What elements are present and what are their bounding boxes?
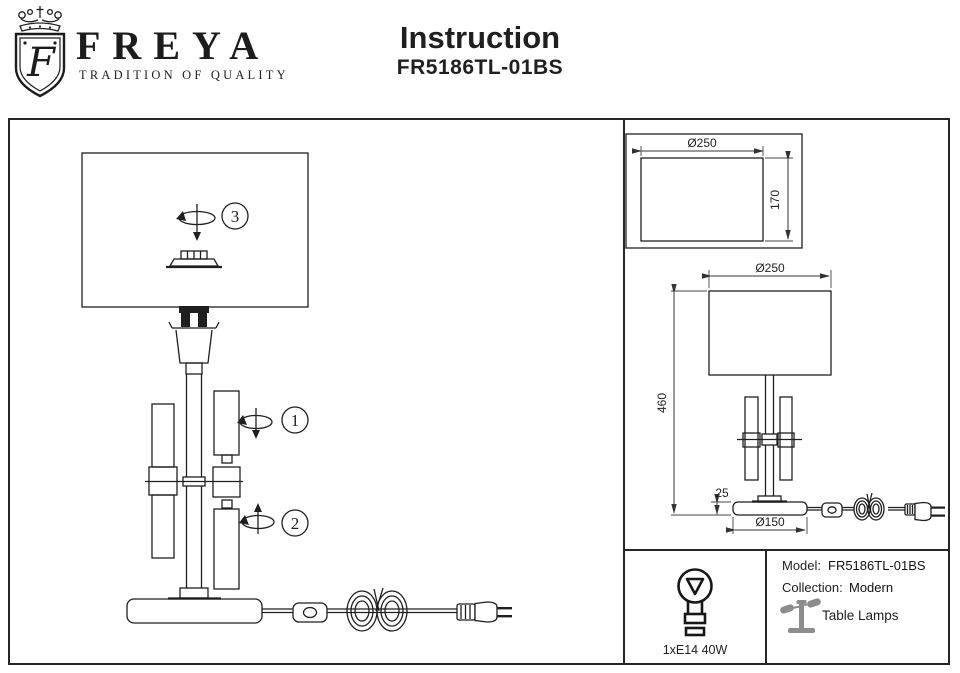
bulb-socket (168, 306, 220, 375)
divider-spec-cells (765, 549, 767, 665)
step-3-badge: 3 (221, 202, 249, 230)
power-cord (262, 608, 457, 614)
lamp-base (126, 598, 263, 624)
logo-letter: F (26, 40, 56, 86)
collection-label: Collection: (782, 580, 843, 595)
brand-name: FREYA (76, 23, 271, 68)
shade-outline (640, 157, 764, 242)
finial-nut (166, 250, 222, 269)
lamp-dimension-drawing: Ø250 460 25 Ø15 (655, 261, 945, 534)
shield-icon: F (14, 32, 66, 98)
brand-tagline: TRADITION OF QUALITY (79, 68, 289, 82)
shade-dimension-box: Ø250 170 (625, 133, 803, 249)
glass-tube-upper (213, 390, 240, 464)
freya-logo: F (14, 6, 66, 98)
rotate-arrow-icon-step3 (176, 204, 216, 241)
power-plug-small (904, 501, 945, 522)
page-title: Instruction (399, 20, 561, 55)
dimension-drawings: Ø250 170 Ø250 460 (625, 133, 945, 534)
header-model-number: FR5186TL-01BS (396, 56, 564, 79)
rotate-arrow-icon-step1 (237, 408, 273, 439)
step-2-badge: 2 (281, 509, 309, 537)
power-cord-small (807, 506, 905, 511)
category-label: Table Lamps (822, 608, 899, 623)
step-2-number: 2 (291, 514, 300, 533)
dim-base-diameter: Ø150 (755, 515, 785, 529)
step-1-badge: 1 (281, 406, 309, 434)
dim-total-height: 460 (655, 393, 669, 413)
collection-value: Modern (849, 580, 894, 595)
dim-shade-height: 170 (768, 190, 782, 210)
shade-small (708, 290, 832, 376)
coiled-cord-small (853, 492, 885, 521)
inline-switch (292, 602, 328, 623)
step-1-number: 1 (291, 411, 300, 430)
bulb-spec-label: 1xE14 40W (663, 643, 728, 657)
assembly-diagram: 3 (81, 152, 512, 632)
model-label: Model: (782, 558, 822, 573)
dim-base-height: 25 (715, 486, 729, 500)
power-plug (456, 601, 512, 623)
table-lamp-icon (780, 598, 821, 633)
lamp-shade (81, 152, 309, 308)
base-small (732, 501, 808, 516)
step-3-number: 3 (231, 207, 240, 226)
divider-vertical (623, 118, 625, 665)
bulb-spec-cell: 1xE14 40W (663, 568, 728, 657)
rotate-arrow-icon-step2 (239, 503, 275, 534)
content-frame (8, 118, 950, 665)
crown-icon (18, 6, 62, 32)
dim-shade-diameter-top: Ø250 (687, 136, 717, 150)
bulb-icon (677, 568, 713, 637)
glass-tube-lower (213, 499, 240, 590)
dim-shade-diameter: Ø250 (755, 261, 785, 275)
divider-horizontal (623, 549, 950, 551)
coiled-cord (346, 587, 408, 632)
model-value: FR5186TL-01BS (828, 558, 926, 573)
inline-switch-small (821, 502, 843, 518)
